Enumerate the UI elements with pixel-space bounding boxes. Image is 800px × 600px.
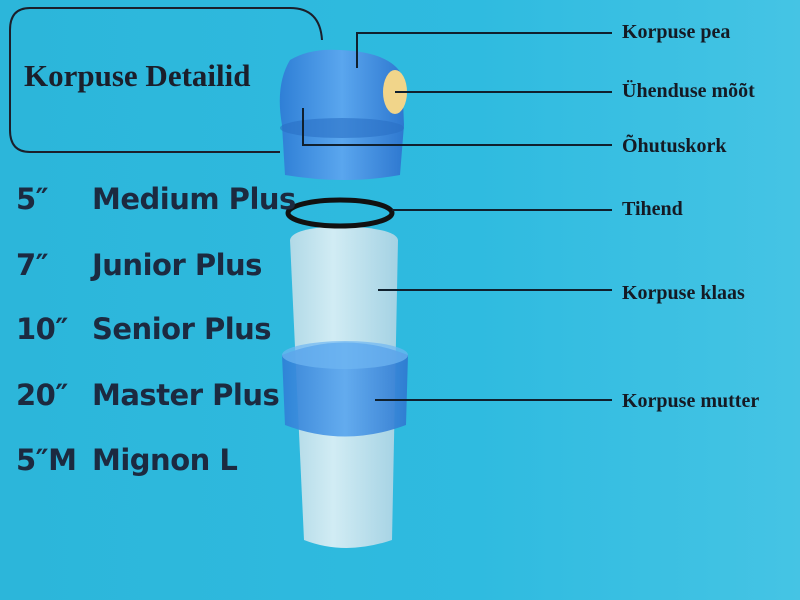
model-item: 7″Junior Plus bbox=[16, 248, 262, 282]
part-label-head: Korpuse pea bbox=[622, 21, 731, 43]
part-label-nut: Korpuse mutter bbox=[622, 390, 760, 412]
model-item: 10″Senior Plus bbox=[16, 312, 272, 346]
housing-nut bbox=[282, 341, 408, 437]
part-label-glass: Korpuse klaas bbox=[622, 282, 745, 304]
part-label-vent-cap: Õhutuskork bbox=[622, 135, 727, 157]
model-item: 5″Medium Plus bbox=[16, 182, 296, 216]
leader-lines bbox=[302, 32, 612, 401]
part-label-seal: Tihend bbox=[622, 198, 683, 220]
part-label-connection-size: Ühenduse mõõt bbox=[622, 80, 755, 102]
o-ring bbox=[285, 197, 395, 229]
page-title: Korpuse Detailid bbox=[24, 58, 251, 93]
model-item: 20″Master Plus bbox=[16, 378, 280, 412]
title-frame bbox=[9, 7, 323, 153]
housing-head bbox=[279, 49, 407, 180]
